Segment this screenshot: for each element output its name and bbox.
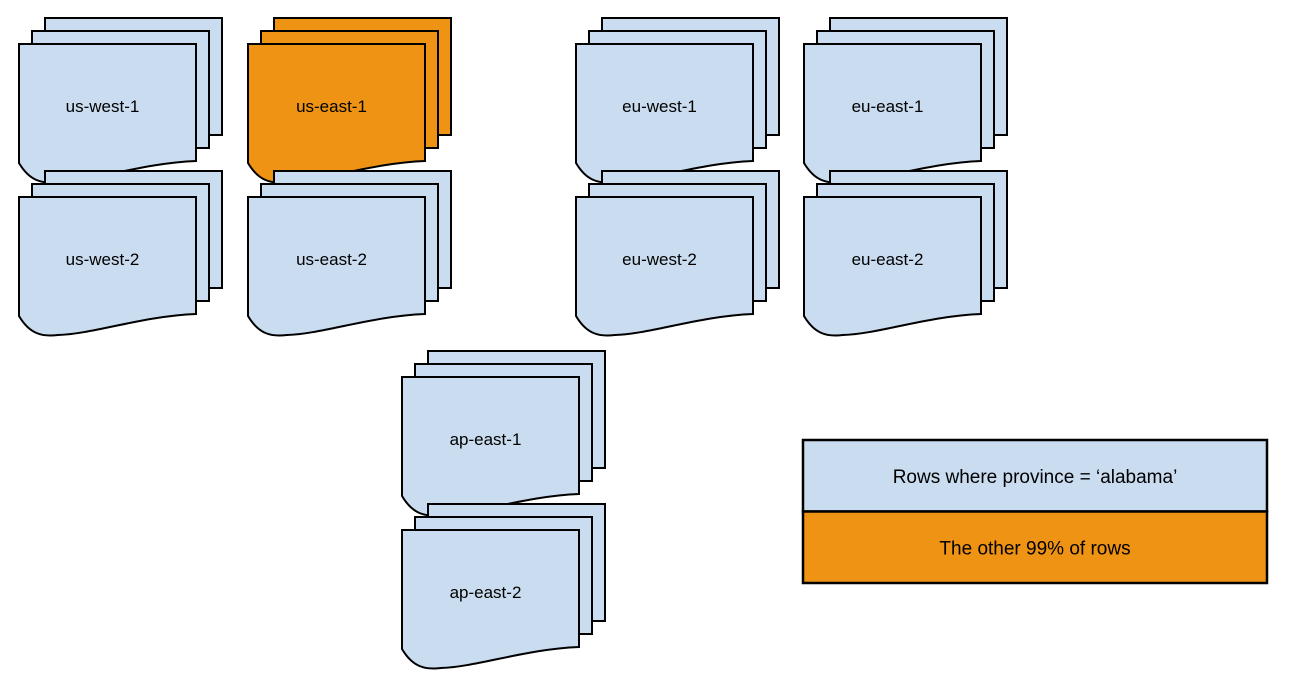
legend-swatch-other-rows [801,510,1269,585]
document-stack-us-east-1[interactable]: us-east-1 [247,17,452,184]
document-label: ap-east-1 [450,430,522,449]
document-stacks-layer: us-west-1 us-west-2 us-east-1 us-east-2 eu-w… [18,17,1008,670]
document-stack-eu-east-2[interactable]: eu-east-2 [803,170,1008,337]
document-label: us-east-1 [296,97,367,116]
document-front-card[interactable] [575,196,754,337]
document-front-card[interactable] [247,196,426,337]
document-stack-ap-east-2[interactable]: ap-east-2 [401,503,606,670]
legend-swatch-alabama-rows [801,438,1269,513]
document-label: us-west-1 [66,97,140,116]
document-stack-us-west-2[interactable]: us-west-2 [18,170,223,337]
document-stack-ap-east-1[interactable]: ap-east-1 [401,350,606,517]
document-front-card[interactable] [18,196,197,337]
document-label: eu-east-2 [852,250,924,269]
document-label: eu-east-1 [852,97,924,116]
document-stack-eu-east-1[interactable]: eu-east-1 [803,17,1008,184]
document-label: eu-west-1 [622,97,697,116]
legend-row-other-rows: The other 99% of rows [801,510,1269,585]
document-front-card[interactable] [803,196,982,337]
legend-label-other-rows: The other 99% of rows [939,538,1130,559]
document-label: us-east-2 [296,250,367,269]
document-stack-eu-west-2[interactable]: eu-west-2 [575,170,780,337]
document-label: us-west-2 [66,250,140,269]
legend-label-alabama-rows: Rows where province = ‘alabama’ [893,467,1178,488]
document-stack-us-east-2[interactable]: us-east-2 [247,170,452,337]
document-stack-us-west-1[interactable]: us-west-1 [18,17,223,184]
legend-row-alabama-rows: Rows where province = ‘alabama’ [801,438,1269,513]
document-stack-eu-west-1[interactable]: eu-west-1 [575,17,780,184]
document-label: ap-east-2 [450,583,522,602]
legend: Rows where province = ‘alabama’ The other… [801,438,1269,585]
document-label: eu-west-2 [622,250,697,269]
document-front-card[interactable] [401,529,580,670]
